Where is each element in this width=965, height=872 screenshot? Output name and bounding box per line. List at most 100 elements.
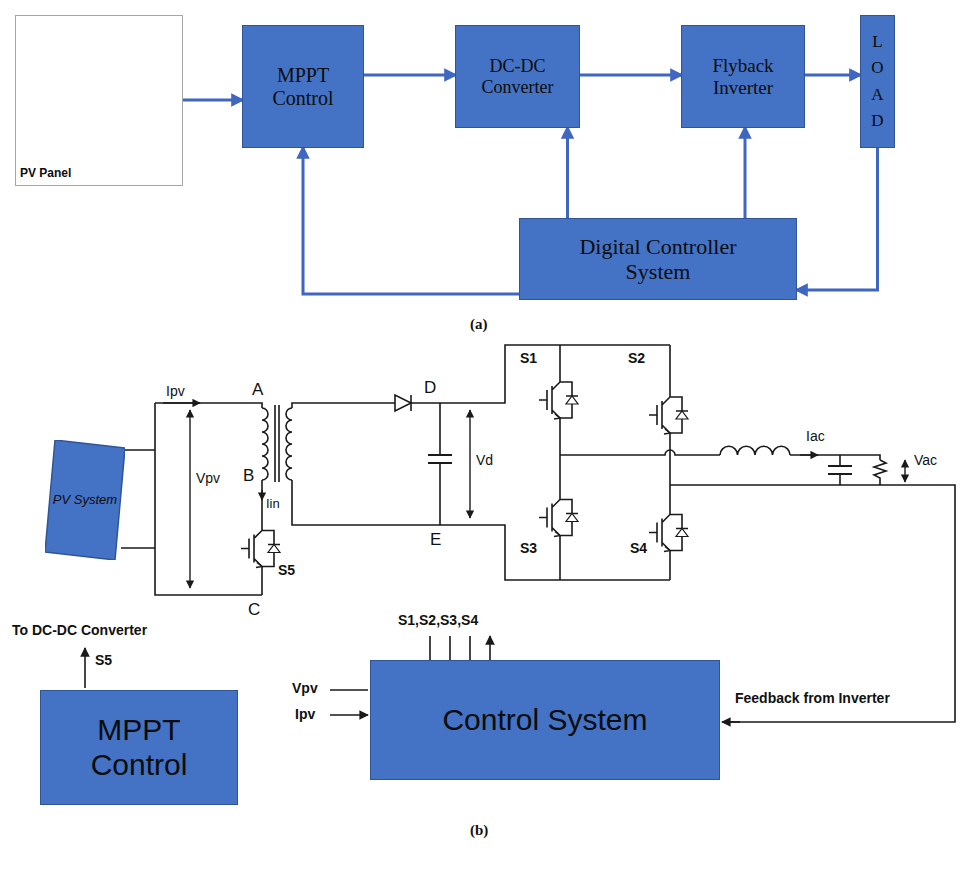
- measurement-arrow: [163, 402, 200, 403]
- transformer: [262, 405, 292, 482]
- circuit-wire: [261, 480, 263, 502]
- measurement-arrow: [469, 410, 470, 518]
- node-text: Flyback Inverter: [686, 55, 800, 99]
- igbt-switch: [539, 345, 578, 455]
- transformer: [286, 408, 292, 480]
- circuit-wire: [292, 403, 395, 408]
- switch-name: S2: [628, 350, 645, 366]
- switch-name: S3: [520, 540, 537, 556]
- flow-arrow: [183, 99, 242, 102]
- voltage-label: Vpv: [196, 470, 220, 486]
- circuit-wire: [155, 403, 262, 408]
- measurement-arrow: [904, 460, 905, 482]
- igbt-switch: [566, 396, 578, 404]
- transformer: [275, 405, 279, 482]
- process-box: MPPT Control: [242, 25, 364, 148]
- node-text: MPPT Control: [64, 713, 214, 782]
- signal-arrow: [722, 721, 740, 723]
- circuit-wire: [292, 480, 670, 580]
- diode-symbol: [395, 395, 411, 411]
- signal-label: Ipv: [295, 706, 315, 722]
- resistor-symbol: [874, 460, 886, 480]
- igbt-switch: [649, 485, 688, 580]
- node-text: MPPT Control: [247, 64, 359, 110]
- pv-system-shape: [45, 440, 125, 560]
- flow-arrow: [580, 74, 681, 77]
- node-text: PV System: [53, 493, 117, 508]
- flow-arrow: [744, 128, 747, 218]
- circuit-wire: [155, 403, 262, 595]
- controller-box: Digital Controller System: [519, 218, 797, 300]
- capacitor-symbol: [828, 466, 852, 474]
- igbt-switch: [649, 345, 688, 485]
- signal-arrow: [330, 690, 368, 715]
- flow-arrow: [566, 128, 569, 218]
- igbt-switch: [566, 514, 578, 522]
- node-letter: E: [430, 530, 441, 550]
- switch-name: S4: [630, 540, 647, 556]
- diode-symbol: [395, 395, 411, 411]
- igbt-switch: [676, 411, 688, 419]
- circuit-wire: [411, 345, 670, 403]
- circuit-wire: [879, 480, 881, 485]
- voltage-label: Vac: [914, 452, 937, 468]
- figure-label: (b): [470, 822, 488, 839]
- pv-panel-box: PV Panel: [15, 15, 183, 186]
- signal-label: Vpv: [292, 680, 318, 696]
- resistor-symbol: [874, 460, 886, 480]
- current-label: Iac: [806, 428, 825, 444]
- inductor-symbol: [720, 446, 790, 455]
- igbt-switch: [664, 429, 670, 434]
- node-text: DC-DC Converter: [460, 56, 575, 97]
- control-box: MPPT Control: [40, 690, 238, 805]
- node-text: PV Panel: [20, 167, 71, 181]
- igbt-switch: [241, 502, 280, 595]
- igbt-switch: [241, 345, 688, 595]
- node-letter: B: [243, 466, 254, 486]
- flow-arrow: [805, 74, 860, 77]
- signal-arrow: [430, 636, 490, 660]
- signal-arrow: [84, 648, 86, 688]
- measurement-arrow: [800, 454, 818, 455]
- flow-arrow: [303, 148, 519, 294]
- igbt-switch: [268, 545, 280, 553]
- igbt-switch: [554, 414, 560, 419]
- circuit-wire: [790, 455, 880, 485]
- inductor-symbol: [720, 446, 790, 455]
- pv-system-box: PV System: [45, 440, 125, 560]
- current-label: Iin: [266, 497, 280, 512]
- signal-label: S5: [95, 652, 112, 668]
- node-letter: A: [252, 380, 263, 400]
- signal-label: S1,S2,S3,S4: [398, 612, 478, 628]
- measurement-arrow: [261, 490, 262, 500]
- node-text: L O A D: [869, 29, 886, 134]
- flow-arrow: [797, 148, 878, 290]
- igbt-switch: [539, 455, 578, 580]
- process-box: DC-DC Converter: [455, 25, 580, 128]
- signal-label: To DC-DC Converter: [12, 622, 147, 638]
- circuit-wire: [121, 450, 155, 548]
- node-letter: D: [424, 378, 436, 398]
- figure-label: (a): [470, 316, 488, 333]
- igbt-switch: [554, 532, 560, 537]
- igbt-switch: [676, 529, 688, 537]
- capacitor-symbol: [428, 455, 452, 463]
- igbt-switch: [664, 547, 670, 552]
- node-text: Digital Controller System: [558, 234, 758, 285]
- load-box: L O A D: [860, 15, 895, 148]
- signal-label: Feedback from Inverter: [735, 690, 890, 706]
- flow-arrow: [364, 74, 455, 77]
- switch-name: S1: [520, 350, 537, 366]
- igbt-switch: [256, 563, 262, 568]
- switch-name: S5: [278, 562, 295, 578]
- voltage-label: Vd: [476, 452, 493, 468]
- circuit-wire: [560, 450, 720, 455]
- node-letter: C: [248, 600, 260, 620]
- transformer: [262, 408, 268, 480]
- current-label: Ipv: [166, 383, 185, 399]
- measurement-arrow: [189, 410, 190, 588]
- node-text: Control System: [442, 703, 647, 738]
- control-box: Control System: [370, 660, 720, 780]
- process-box: Flyback Inverter: [681, 25, 805, 128]
- diode-symbol: [410, 395, 412, 411]
